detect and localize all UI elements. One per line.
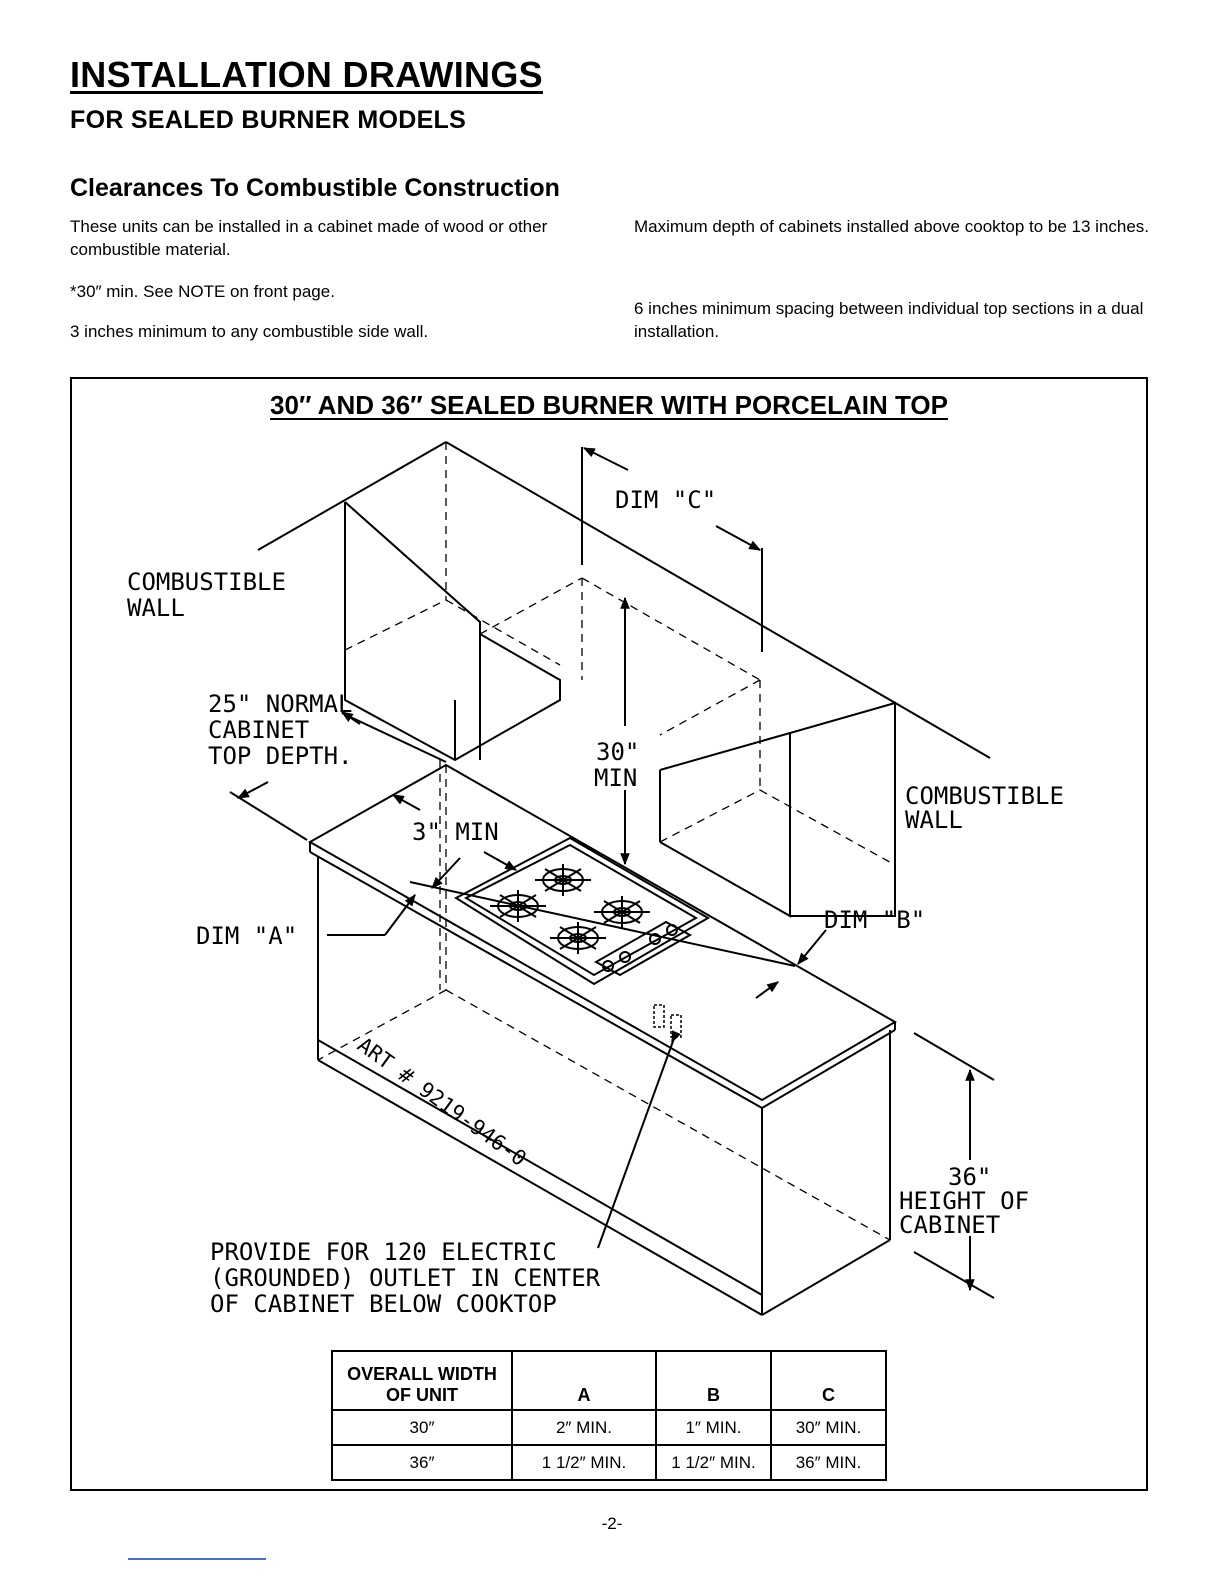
table-header-row: OVERALL WIDTH OF UNIT A B C: [331, 1350, 887, 1411]
right-paragraph-2: 6 inches minimum spacing between individ…: [634, 299, 1144, 341]
header-b: B: [655, 1350, 772, 1411]
table-cell: 30″: [331, 1409, 513, 1446]
left-paragraph-3: 3 inches minimum to any combustible side…: [70, 322, 429, 341]
label-height-2: HEIGHT OF: [899, 1187, 1029, 1215]
figure-title: 30″ AND 36″ SEALED BURNER WITH PORCELAIN…: [270, 390, 948, 420]
table-cell: 1 1/2″ MIN.: [511, 1444, 657, 1481]
label-30-min-2: MIN: [594, 764, 637, 792]
header-a: A: [511, 1350, 657, 1411]
table-cell: 2″ MIN.: [511, 1409, 657, 1446]
table-cell: 1″ MIN.: [655, 1409, 772, 1446]
label-outlet-2: (GROUNDED) OUTLET IN CENTER: [210, 1264, 601, 1292]
table-cell: 30″ MIN.: [770, 1409, 887, 1446]
left-paragraph-1: These units can be installed in a cabine…: [70, 217, 548, 259]
left-paragraph-2: *30″ min. See NOTE on front page.: [70, 282, 335, 301]
label-art-number: ART # 9219-946-0: [353, 1033, 531, 1171]
section-heading: Clearances To Combustible Construction: [70, 174, 560, 202]
label-normal-depth-3: TOP DEPTH.: [208, 742, 353, 770]
base-cabinet: [307, 763, 897, 1316]
dimension-lines: [229, 447, 995, 1299]
label-dim-c: DIM "C": [615, 486, 716, 514]
hidden-lines-lower: [317, 760, 891, 1241]
label-height-1: 36": [948, 1163, 991, 1191]
wall-cabinets: [257, 441, 991, 918]
label-30-min-1: 30": [596, 738, 639, 766]
table-row: 36″ 1 1/2″ MIN. 1 1/2″ MIN. 36″ MIN.: [331, 1444, 887, 1481]
table-cell: 36″: [331, 1444, 513, 1481]
label-combustible-wall-right-2: WALL: [905, 806, 963, 834]
header-c: C: [770, 1350, 887, 1411]
table-row: 30″ 2″ MIN. 1″ MIN. 30″ MIN.: [331, 1409, 887, 1446]
hidden-lines-upper: [344, 442, 896, 866]
footer-rule: [128, 1558, 266, 1560]
label-outlet-1: PROVIDE FOR 120 ELECTRIC: [210, 1238, 557, 1266]
label-normal-depth-1: 25" NORMAL: [208, 690, 353, 718]
label-normal-depth-2: CABINET: [208, 716, 309, 744]
label-3-min: 3" MIN: [412, 818, 499, 846]
page-title: INSTALLATION DRAWINGS: [70, 54, 543, 95]
page-number: -2-: [601, 1514, 623, 1533]
electrical-outlet: [653, 1004, 682, 1038]
label-dim-b: DIM "B": [824, 906, 925, 934]
page-subtitle: FOR SEALED BURNER MODELS: [70, 106, 467, 134]
label-combustible-wall-right-1: COMBUSTIBLE: [905, 782, 1064, 810]
table-cell: 1 1/2″ MIN.: [655, 1444, 772, 1481]
header-overall-width: OVERALL WIDTH OF UNIT: [331, 1350, 513, 1411]
control-knobs: [602, 924, 678, 972]
label-height-3: CABINET: [899, 1211, 1000, 1239]
dimensions-table: OVERALL WIDTH OF UNIT A B C 30″ 2″ MIN. …: [331, 1350, 887, 1481]
table-cell: 36″ MIN.: [770, 1444, 887, 1481]
label-outlet-3: OF CABINET BELOW COOKTOP: [210, 1290, 557, 1318]
label-combustible-wall-left-2: WALL: [127, 594, 185, 622]
label-dim-a: DIM "A": [196, 922, 297, 950]
label-combustible-wall-left-1: COMBUSTIBLE: [127, 568, 286, 596]
figure-frame: [70, 377, 1148, 1491]
cooktop: [453, 836, 710, 986]
right-paragraph-1: Maximum depth of cabinets installed abov…: [634, 217, 1150, 236]
